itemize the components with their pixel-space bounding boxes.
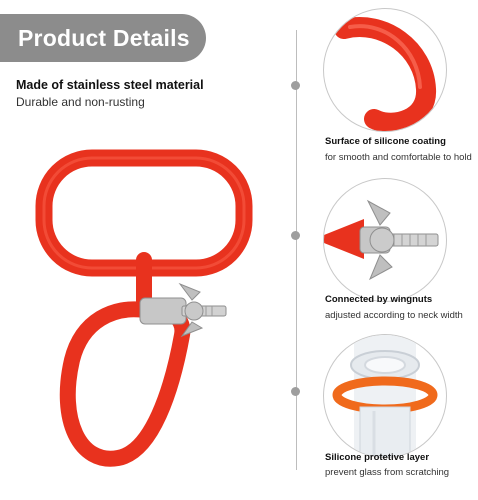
- product-image: [22, 130, 272, 470]
- feature-title: Connected by wingnuts: [325, 294, 433, 305]
- feature-description: for smooth and comfortable to hold: [325, 152, 472, 163]
- feature-title: Surface of silicone coating: [325, 136, 446, 147]
- feature-bottle-image: [323, 334, 447, 458]
- feature-description: adjusted according to neck width: [325, 310, 463, 321]
- timeline-dot: [291, 231, 300, 240]
- feature-coating-image: [323, 8, 447, 132]
- feature-wingnut-image: [323, 178, 447, 302]
- product-details-banner: Product Details: [0, 14, 206, 62]
- timeline-dot: [291, 81, 300, 90]
- timeline-line: [296, 30, 297, 470]
- banner-title: Product Details: [18, 25, 190, 51]
- timeline-dot: [291, 387, 300, 396]
- feature-description: prevent glass from scratching: [325, 467, 450, 478]
- intro-subheading: Durable and non-rusting: [16, 95, 145, 109]
- intro-heading: Made of stainless steel material: [16, 78, 204, 92]
- feature-title: Silicone protetive layer: [325, 452, 430, 463]
